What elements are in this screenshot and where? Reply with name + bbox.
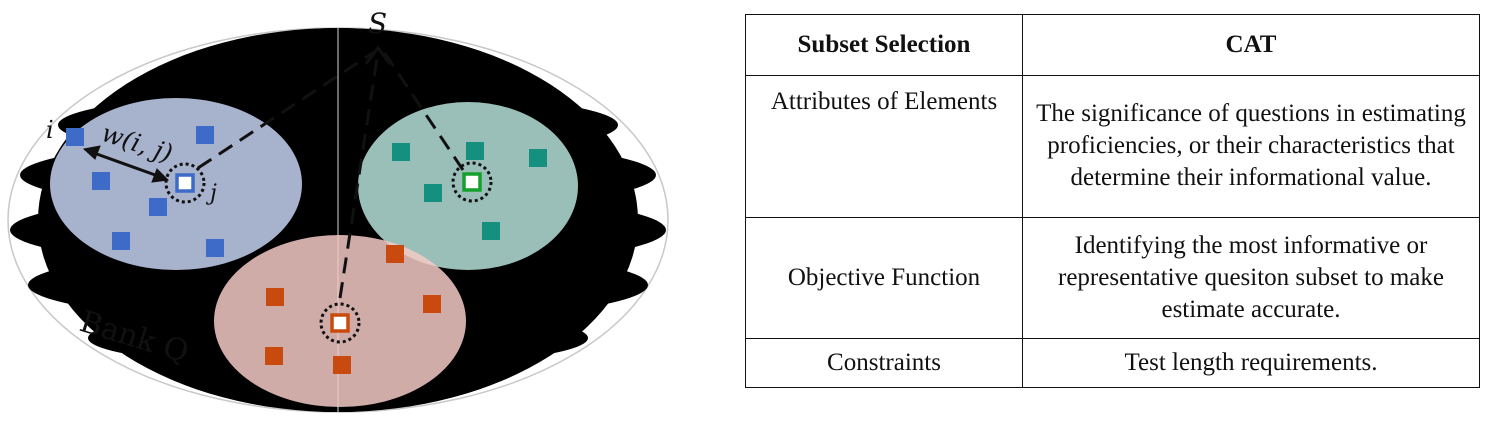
question-bank-diagram: S i w(i, j) j Bank Q: [7, 7, 669, 413]
row-value-objective: Identifying the most informative or repr…: [1022, 216, 1480, 339]
table-row: Objective Function Identifying the most …: [745, 216, 1480, 339]
row-label-attributes: Attributes of Elements: [745, 75, 1023, 218]
selected-red-item: [319, 302, 361, 344]
row-value-attributes: The significance of questions in estimat…: [1022, 75, 1480, 218]
header-cat: CAT: [1022, 14, 1480, 76]
row-label-objective: Objective Function: [745, 216, 1023, 339]
selection-links: [197, 50, 465, 299]
green-items: [392, 142, 547, 240]
table-row: Constraints Test length requirements.: [745, 337, 1480, 389]
selected-blue-item: [164, 162, 206, 204]
subset-selection-table: Subset Selection CAT Attributes of Eleme…: [745, 14, 1480, 389]
table-header-row: Subset Selection CAT: [745, 14, 1480, 76]
row-value-constraints: Test length requirements.: [1022, 337, 1480, 389]
header-subset-selection: Subset Selection: [745, 14, 1023, 76]
node-i-label: i: [46, 116, 54, 144]
weight-arrow: [82, 145, 170, 183]
table-row: Attributes of Elements The significance …: [745, 75, 1480, 218]
top-label: S: [368, 7, 387, 40]
arrow-head-icon: [364, 45, 392, 65]
blue-items: [66, 126, 224, 257]
selected-green-item: [451, 161, 493, 203]
row-label-constraints: Constraints: [745, 337, 1023, 389]
red-items: [265, 245, 441, 374]
